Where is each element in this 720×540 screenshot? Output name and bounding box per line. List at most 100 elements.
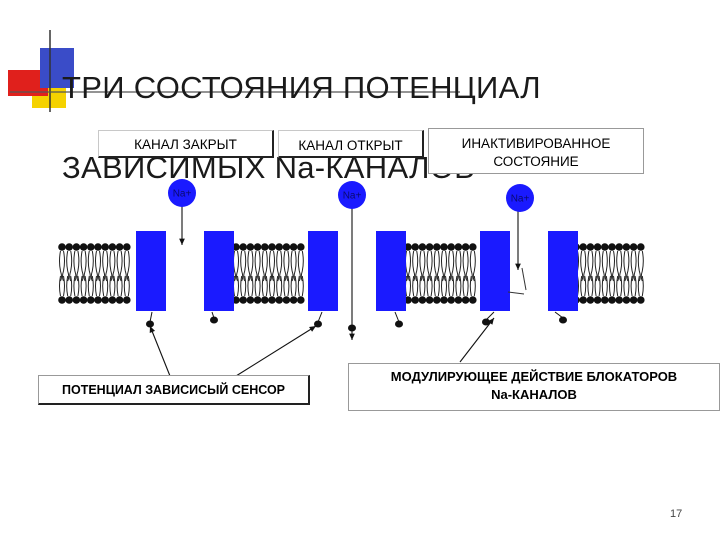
lipid-head [275, 296, 284, 304]
lipid-tail [66, 250, 70, 282]
lipid-tail [587, 250, 591, 282]
lipid-tail [105, 250, 109, 282]
lipid-head [454, 243, 463, 251]
lipid-tail [261, 250, 265, 282]
lipid-head [615, 296, 623, 304]
lipid-tail [630, 275, 633, 297]
lipid-tail [455, 250, 459, 282]
sodium-ion [506, 184, 534, 212]
sensor-stalk [485, 311, 495, 321]
lipid-head [108, 243, 117, 251]
lipid-tail [126, 250, 130, 282]
lipid-head [79, 296, 88, 304]
sensor-stalk [149, 311, 153, 323]
lipid-head [282, 243, 291, 251]
sensor-arrow-left-head [149, 326, 156, 333]
lipid-head [253, 243, 262, 251]
lipid-tail [433, 275, 436, 297]
lipid-tail [419, 275, 422, 297]
sensor-blob [314, 320, 322, 328]
lipid-tail [290, 275, 293, 297]
lipid-head [261, 243, 269, 251]
lipid-head [411, 243, 420, 251]
lipid-tail [290, 250, 294, 282]
lipid-head [440, 243, 448, 251]
lipid-tail [102, 250, 106, 282]
sensor-blob [482, 318, 490, 326]
lipid-tail [422, 250, 426, 282]
lipid-head [461, 243, 470, 251]
sodium-ion-label: Na+ [511, 194, 530, 205]
lipid-tail [408, 250, 411, 282]
lipid-head [94, 243, 102, 251]
lipid-head [94, 296, 102, 304]
lipid-head [275, 243, 284, 251]
lipid-head [123, 243, 131, 251]
lipid-tail [587, 275, 590, 297]
lipid-tail [430, 275, 433, 297]
lipid-head [115, 296, 124, 304]
lipid-tail [441, 250, 444, 282]
lipid-tail [269, 250, 272, 282]
lipid-tail [283, 275, 286, 297]
lipid-tail [102, 275, 105, 297]
lipid-tail [634, 275, 637, 297]
channel-subunit [204, 231, 234, 311]
lipid-head [268, 296, 276, 304]
lipid-head [469, 243, 477, 251]
lipid-tail [240, 250, 244, 282]
lipid-tail [70, 275, 73, 297]
lipid-tail [426, 250, 430, 282]
lipid-tail [633, 250, 637, 282]
lipid-tail [95, 250, 98, 282]
sensor-label: ПОТЕНЦИАЛ ЗАВИСИСЫЙ СЕНСОР [38, 375, 310, 405]
lipid-tail [258, 275, 261, 297]
lipid-tail [455, 275, 458, 297]
lipid-head [440, 296, 448, 304]
lipid-tail [112, 250, 116, 282]
lipid-head [101, 243, 109, 251]
sensor-blob [146, 320, 154, 328]
channel-subunit [136, 231, 166, 311]
lipid-tail [459, 275, 462, 297]
lipid-tail [273, 275, 275, 297]
lipid-tail [243, 250, 247, 282]
sensor-stalk [394, 311, 400, 323]
lipid-head [601, 243, 609, 251]
lipid-tail [301, 275, 304, 297]
lipid-tail [616, 275, 619, 297]
title-line-1: ТРИ СОСТОЯНИЯ ПОТЕНЦИАЛ [62, 70, 541, 105]
lipid-tail [616, 250, 620, 282]
lipid-tail [120, 275, 123, 297]
lipid-tail [280, 275, 283, 297]
lipid-tail [84, 275, 87, 297]
lipid-tail [269, 275, 271, 297]
lipid-tail [601, 275, 604, 297]
lipid-tail [409, 275, 411, 297]
lipid-head [433, 296, 441, 304]
lipid-tail [76, 250, 80, 282]
lipid-tail [265, 275, 268, 297]
lipid-tail [426, 275, 429, 297]
lipid-tail [294, 275, 297, 297]
lipid-tail [472, 250, 476, 282]
channel-subunit [548, 231, 578, 311]
lipid-tail [630, 250, 634, 282]
lipid-tail [623, 250, 627, 282]
deco-blue-square [40, 48, 74, 88]
lipid-head [425, 296, 434, 304]
lipid-tail [412, 275, 415, 297]
sensor-arrow-right-head [309, 326, 316, 332]
lipid-tail [254, 250, 258, 282]
lipid-tail [458, 250, 462, 282]
lipid-tail [466, 275, 469, 297]
lipid-tail [123, 275, 126, 297]
lipid-tail [448, 250, 452, 282]
lipid-tail [590, 250, 594, 282]
lipid-tail [433, 250, 437, 282]
channel-proteins [136, 231, 578, 332]
lipid-tail [469, 250, 473, 282]
lipid-tail [594, 275, 597, 297]
sensor-blob [210, 316, 218, 324]
lipid-head [418, 296, 427, 304]
